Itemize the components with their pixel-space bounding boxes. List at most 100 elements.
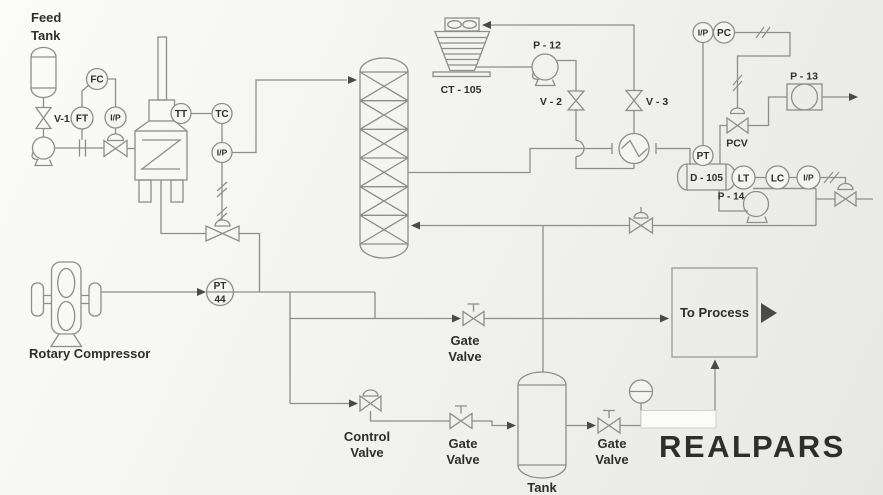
piping-layer [30, 17, 873, 479]
actuator-dome-icon [362, 389, 379, 397]
signal-slashes [216, 26, 840, 223]
level-control-loop [755, 176, 873, 208]
valve-v3 [624, 89, 644, 112]
instrument-tt [170, 102, 192, 125]
gate-valve-1-label-1: Gate [451, 333, 480, 348]
pump-p13 [786, 83, 849, 111]
arrow-icon [660, 314, 669, 323]
actuator-dome-icon [633, 211, 649, 219]
control-valve-label-2: Valve [350, 445, 383, 460]
packing-pattern-icon [359, 71, 409, 245]
compressor-header [233, 291, 452, 404]
fan-icon [447, 20, 462, 29]
pump-p12 [531, 53, 577, 91]
pressure-control-loop [702, 31, 791, 164]
instrument-bubbles [70, 21, 821, 307]
arrow-icon [587, 421, 596, 430]
lt-label: LT [738, 174, 749, 185]
logo-group: REAL PARS [640, 410, 846, 464]
overhead-line [408, 143, 691, 174]
gate-valve-2-label-1: Gate [449, 436, 478, 451]
instrument-lt [731, 165, 756, 190]
arrow-icon [761, 303, 777, 323]
logo-real: REAL [659, 429, 753, 464]
v2-label: V - 2 [540, 96, 562, 108]
pt-label: PT [697, 151, 710, 162]
instrument-ip-level [796, 165, 821, 190]
feed-line [54, 78, 135, 158]
feed-tank-label-1: Feed [31, 10, 61, 25]
fan-icon [462, 20, 477, 29]
feed-tank [30, 46, 57, 137]
instrument-fc [85, 67, 109, 91]
distillation-column [359, 57, 409, 259]
gate-valve-3-label-1: Gate [598, 436, 627, 451]
logo-pars: PARS [752, 429, 846, 464]
furnace [134, 36, 206, 235]
signal-slash-icon [755, 26, 771, 39]
instrument-texts: FC FT I/P TT TC I/P PT 44 I/P PC PT LT L… [76, 28, 814, 306]
instrument-ft [70, 106, 94, 130]
signal-slash-icon [823, 171, 840, 184]
ip-label: I/P [803, 173, 814, 183]
arrow-icon [710, 359, 720, 369]
furnace-outlet-valve [205, 162, 261, 292]
lc-label: LC [771, 174, 784, 185]
arrow-icon [507, 421, 516, 430]
control-valve-label-1: Control [344, 429, 390, 444]
signal-slash-icon [216, 206, 228, 223]
control-valve-icon [359, 394, 382, 413]
p14-label: P - 14 [718, 192, 745, 203]
to-process-block [671, 267, 758, 426]
instrument-pc [712, 21, 736, 44]
tank-label: Tank [527, 480, 557, 495]
instrument-tc [211, 102, 233, 125]
pt44-number-label: 44 [214, 295, 226, 306]
gate-valve-3-label-2: Valve [595, 452, 628, 467]
orifice-plate-icon [78, 139, 87, 157]
actuator-dome-icon [837, 182, 854, 191]
exchanger-tube-icon [621, 139, 648, 158]
pt44-tag-label: PT [214, 281, 227, 292]
gate-valve-1 [462, 303, 660, 327]
equipment-labels: Feed Tank V-1 Rotary Compressor CT - 105… [29, 10, 818, 495]
gate-valve-icon [449, 412, 473, 430]
feed-pump [31, 136, 56, 167]
signal-slash-icon [732, 74, 743, 92]
instrument-ip-furnace [211, 141, 233, 164]
gate-valve-icon [597, 416, 621, 435]
actuator-dome-icon [106, 133, 125, 142]
rotary-compressor-label: Rotary Compressor [29, 346, 150, 361]
instrument-lc [765, 165, 790, 190]
p12-label: P - 12 [533, 40, 561, 52]
instrument-ip-feed [104, 106, 127, 129]
ip-label: I/P [698, 28, 709, 38]
cooling-tower-ct105 [432, 17, 635, 134]
logo-plate [640, 410, 717, 429]
arrow-icon [348, 76, 357, 84]
ip-label: I/P [217, 148, 228, 158]
instrument-pt [692, 144, 714, 167]
d105-label: D - 105 [690, 173, 723, 184]
feed-tank-label-2: Tank [31, 28, 61, 43]
pcv-label: PCV [726, 138, 748, 150]
arrow-icon [849, 93, 858, 101]
valve-v1 [34, 106, 53, 130]
rotary-compressor [30, 261, 197, 348]
arrow-icon [197, 288, 206, 296]
control-valve-icon [205, 224, 240, 243]
control-valve-icon [726, 116, 749, 135]
gate-valve-2-label-2: Valve [446, 452, 479, 467]
storage-tank [517, 371, 587, 479]
ct105-label: CT - 105 [441, 84, 482, 96]
fc-label: FC [90, 75, 103, 86]
arrow-icon [349, 399, 358, 408]
flow-arrows [197, 21, 858, 430]
pc-label: PC [717, 28, 731, 39]
line-hop-icon [575, 139, 585, 158]
actuator-dome-icon [729, 107, 746, 115]
tc-label: TC [215, 109, 228, 120]
control-valve-icon [628, 216, 654, 235]
